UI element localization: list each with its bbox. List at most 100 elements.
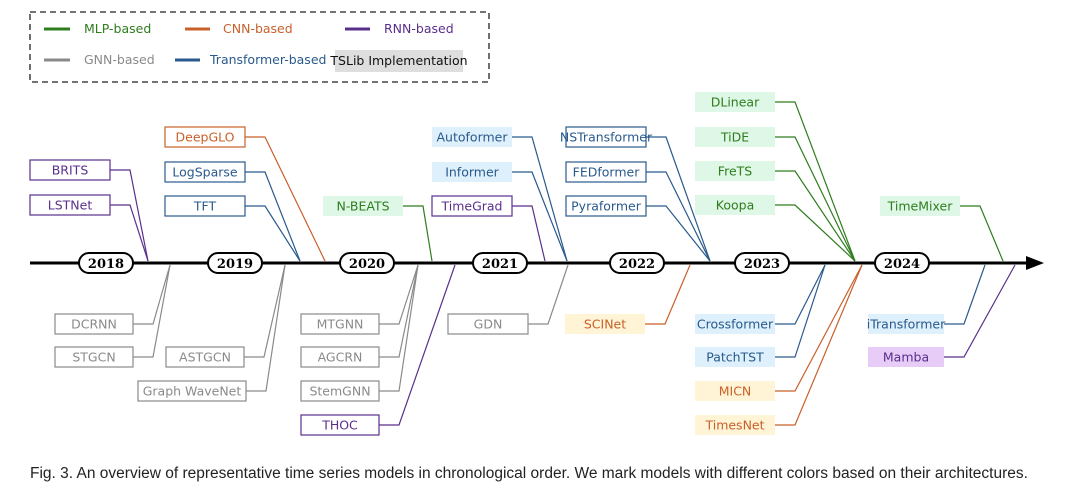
model-label-mtgnn: MTGNN [317, 317, 364, 332]
model-label-graph-wavenet: Graph WaveNet [143, 384, 242, 399]
year-label-2020: 2020 [349, 257, 385, 272]
model-box-mtgnn [300, 313, 380, 335]
model-box-agcrn [300, 346, 380, 368]
model-box-mamba [868, 347, 944, 367]
model-label-informer: Informer [445, 165, 499, 180]
model-box-frets [695, 161, 775, 181]
year-pill-2019 [207, 252, 263, 274]
year-pill-2018 [78, 252, 134, 274]
model-label-lstnet: LSTNet [48, 198, 93, 213]
timeline-arrowhead [1026, 256, 1044, 270]
model-box-scinet [565, 314, 645, 334]
model-box-timegrad [431, 195, 513, 217]
legend-label-rnn: RNN-based [384, 21, 454, 36]
connector-tft [245, 205, 301, 262]
model-label-pyraformer: Pyraformer [571, 199, 642, 214]
model-label-nstransformer: NSTransformer [560, 130, 653, 145]
model-box-dlinear [695, 92, 775, 112]
connectors [110, 101, 1016, 426]
model-box-koopa [695, 195, 775, 215]
connector-dlinear [775, 101, 856, 262]
model-label-thoc: THOC [321, 418, 358, 433]
model-label-timegrad: TimeGrad [440, 199, 502, 214]
year-label-2019: 2019 [217, 257, 253, 272]
connector-koopa [775, 204, 856, 262]
year-pill-2021 [472, 252, 528, 274]
model-label-micn: MICN [719, 384, 752, 399]
connector-lstnet [110, 204, 149, 262]
model-label-tide: TiDE [720, 130, 749, 145]
model-box-crossformer [695, 314, 775, 334]
model-label-stgcn: STGCN [72, 350, 115, 365]
model-label-astgcn: ASTGCN [179, 350, 231, 365]
legend-label-cnn: CNN-based [223, 21, 293, 36]
model-label-logsparse: LogSparse [172, 165, 238, 180]
model-label-brits: BRITS [52, 163, 89, 178]
model-label-itransformer: iTransformer [867, 317, 946, 332]
connector-nstransformer [646, 136, 711, 262]
year-label-2021: 2021 [482, 257, 518, 272]
model-box-patchtst [695, 347, 775, 367]
year-label-2018: 2018 [88, 257, 124, 272]
connector-autoformer [512, 136, 568, 262]
legend-label-transformer: Transformer-based [209, 52, 326, 67]
connector-brits [110, 169, 149, 262]
legend-border [29, 11, 490, 83]
legend-label-mlp: MLP-based [84, 21, 151, 36]
connector-micn [775, 264, 863, 392]
year-pill-2023 [734, 252, 790, 274]
figure-caption: Fig. 3. An overview of representative ti… [30, 465, 1028, 482]
connector-tide [775, 136, 856, 262]
model-box-tft [164, 195, 246, 217]
model-label-mamba: Mamba [883, 350, 929, 365]
legend-tslib-label: TSLib Implementation [329, 53, 467, 68]
year-label-2023: 2023 [744, 257, 780, 272]
connector-frets [775, 170, 856, 262]
model-label-dcrnn: DCRNN [71, 317, 117, 332]
legend-label-gnn: GNN-based [84, 52, 155, 67]
connector-agcrn [379, 264, 419, 358]
connector-timemixer [960, 205, 1004, 262]
year-pill-2024 [874, 252, 930, 274]
year-pill-2020 [339, 252, 395, 274]
model-label-tft: TFT [193, 199, 217, 214]
model-box-informer [432, 162, 512, 182]
connector-stemgnn [379, 264, 419, 392]
connector-gdn [528, 264, 569, 325]
model-box-itransformer [868, 314, 944, 334]
model-box-thoc [300, 414, 380, 436]
connector-thoc [379, 264, 456, 426]
model-box-logsparse [164, 161, 246, 183]
model-label-fedformer: FEDformer [573, 165, 641, 180]
model-label-stemgnn: StemGNN [309, 384, 370, 399]
model-box-brits [29, 159, 111, 181]
model-label-timemixer: TimeMixer [887, 199, 954, 214]
connector-pyraformer [646, 205, 711, 262]
connector-n-beats [403, 205, 433, 262]
connector-timesnet [775, 264, 863, 426]
year-label-2024: 2024 [884, 257, 920, 272]
connector-stgcn [133, 264, 171, 358]
connector-mamba [944, 264, 1016, 358]
connector-dcrnn [133, 264, 171, 325]
connector-informer [512, 171, 568, 262]
model-label-timesnet: TimesNet [704, 418, 764, 433]
model-box-nstransformer [565, 126, 647, 148]
model-label-autoformer: Autoformer [437, 130, 509, 145]
connector-astgcn [244, 264, 286, 358]
model-box-stgcn [54, 346, 134, 368]
year-pill-2022 [609, 252, 665, 274]
connector-scinet [645, 264, 691, 325]
model-label-patchtst: PatchTST [706, 350, 764, 365]
model-box-dcrnn [54, 313, 134, 335]
model-box-timesnet [695, 415, 775, 435]
model-box-pyraformer [565, 195, 647, 217]
connector-patchtst [775, 264, 826, 358]
connector-mtgnn [379, 264, 419, 325]
connector-crossformer [775, 264, 826, 325]
model-label-frets: FreTS [718, 164, 752, 179]
